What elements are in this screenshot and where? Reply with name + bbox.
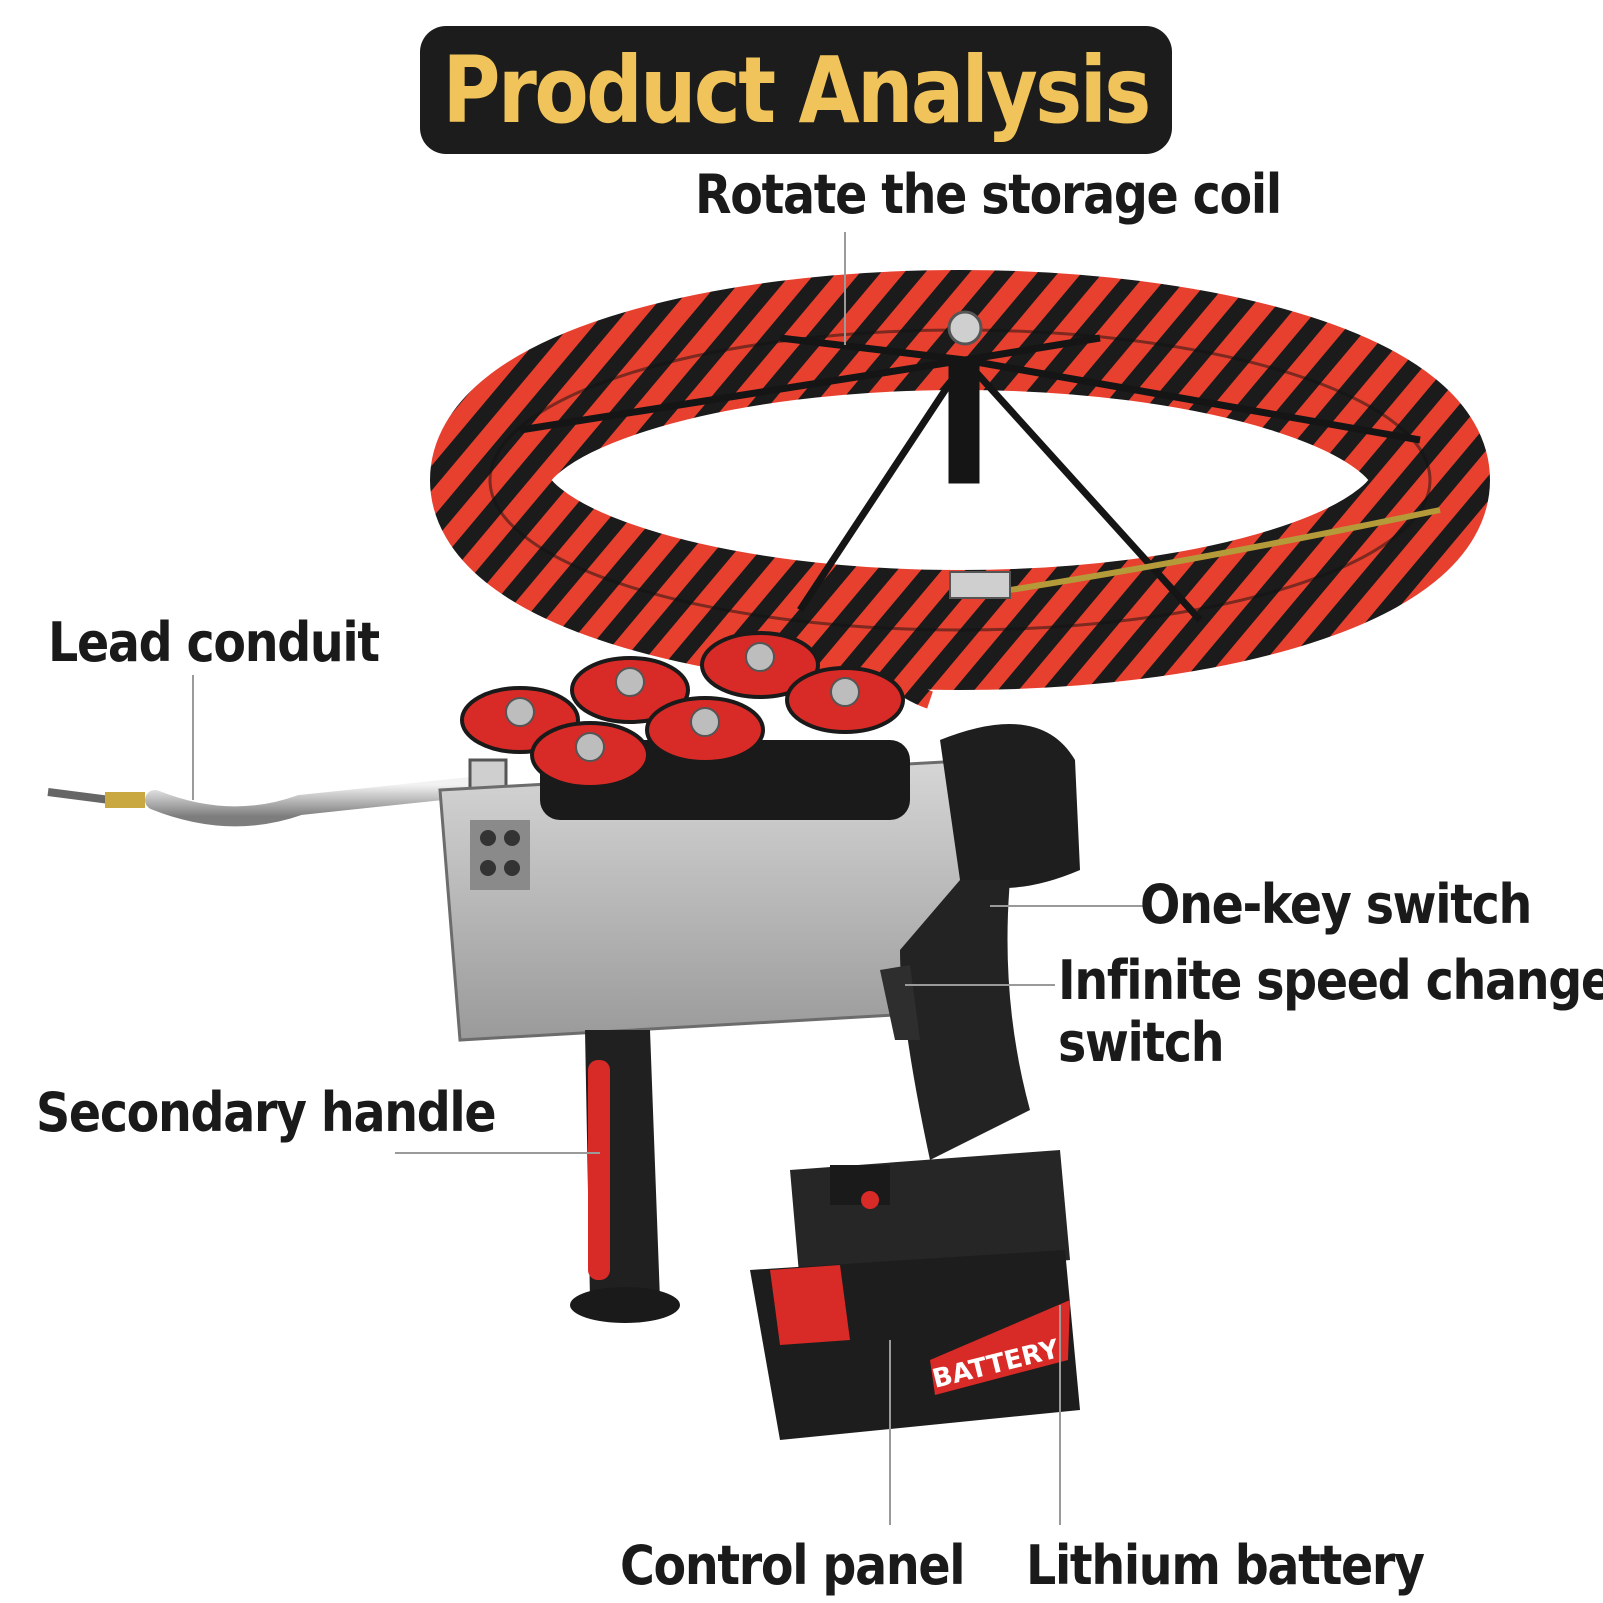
label-secondary-handle: Secondary handle	[36, 1081, 497, 1144]
secondary-handle-shape	[570, 1030, 680, 1323]
motor-grip	[880, 724, 1080, 1160]
label-speed-switch-line2: switch	[1058, 1011, 1225, 1074]
drive-housing	[438, 740, 982, 1042]
label-one-key-switch: One-key switch	[1140, 873, 1532, 936]
leader-lines	[192, 232, 1145, 1525]
feed-rollers	[460, 631, 905, 789]
title-banner: Product Analysis	[420, 26, 1172, 154]
storage-coil	[430, 270, 1490, 709]
lead-conduit	[47, 758, 508, 832]
battery-pack: BATTERY	[750, 1150, 1080, 1440]
label-speed-switch-line1: Infinite speed change	[1058, 949, 1603, 1012]
page-title: Product Analysis	[442, 36, 1152, 144]
label-lithium-battery: Lithium battery	[1026, 1534, 1425, 1597]
label-storage-coil: Rotate the storage coil	[695, 163, 1282, 226]
label-lead-conduit: Lead conduit	[48, 611, 380, 674]
label-control-panel: Control panel	[620, 1534, 966, 1597]
